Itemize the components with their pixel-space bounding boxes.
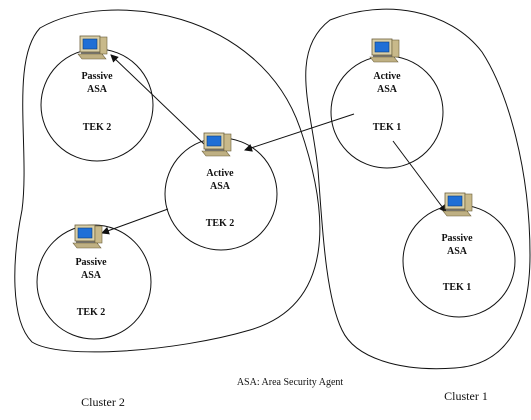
node-agent-label: ASA — [377, 84, 398, 95]
computer-icon — [369, 38, 400, 63]
node-agent-label: ASA — [81, 270, 102, 281]
node-role-label: Active — [373, 71, 401, 82]
cluster-2-label: Cluster 2 — [81, 395, 125, 409]
edge-c2-active-to-c2-passive-top — [110, 54, 206, 146]
edge-c2-active-to-c2-passive-bottom — [101, 208, 169, 235]
edge-c1-active-to-c1-passive — [392, 140, 447, 213]
node-key-label: TEK 2 — [77, 307, 106, 318]
node-key-label: TEK 1 — [373, 122, 402, 133]
node-role-label: Active — [206, 168, 234, 179]
node-agent-label: ASA — [447, 246, 468, 257]
edge-c1-active-to-c2-active — [244, 113, 355, 152]
node-key-label: TEK 2 — [83, 122, 112, 133]
node-role-label: Passive — [75, 257, 107, 268]
cluster-1-boundary — [305, 8, 531, 370]
computer-icon — [442, 192, 473, 217]
node-key-label: TEK 2 — [206, 218, 235, 229]
node-key-label: TEK 1 — [443, 282, 472, 293]
cluster-2-boundary — [14, 9, 321, 353]
cluster-1-label: Cluster 1 — [444, 389, 488, 403]
node-role-label: Passive — [441, 233, 473, 244]
computer-icon — [72, 224, 103, 249]
node-role-label: Passive — [81, 71, 113, 82]
node-agent-label: ASA — [87, 84, 108, 95]
node-c1-passive-circle — [402, 204, 516, 318]
computer-icon — [201, 132, 232, 157]
legend-text: ASA: Area Security Agent — [237, 377, 344, 388]
node-c2-passive-top-circle — [40, 48, 154, 162]
computer-icon — [77, 35, 108, 60]
node-agent-label: ASA — [210, 181, 231, 192]
